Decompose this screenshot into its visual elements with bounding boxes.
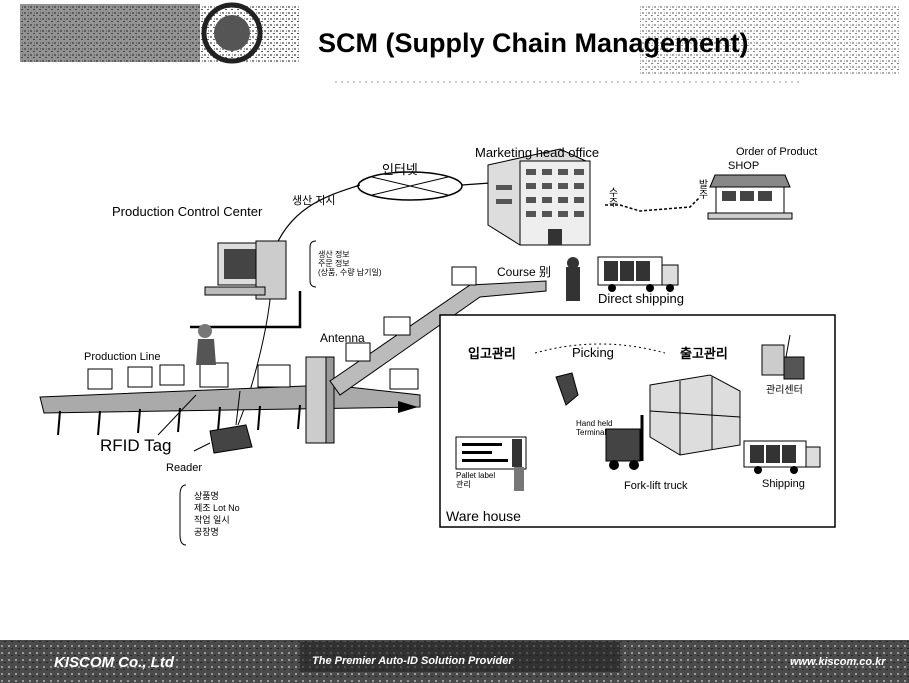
place-order-label: 발주	[696, 179, 707, 199]
network-link	[271, 184, 361, 256]
storage-rack-icon	[649, 374, 741, 456]
rfid-reader-icon	[209, 390, 253, 454]
management-center-label: 관리센터	[766, 385, 803, 396]
management-center-icon	[761, 334, 805, 380]
picking-label: Picking	[572, 345, 614, 360]
loader-worker-icon	[566, 257, 580, 301]
direct-shipping-label: Direct shipping	[598, 291, 684, 306]
reader-label: Reader	[166, 462, 203, 474]
production-line-label: Production Line	[84, 351, 161, 363]
delivery-truck-icon	[597, 256, 679, 292]
production-order-label: 생산 지시	[292, 195, 336, 207]
header-banner: SCM (Supply Chain Management)	[0, 0, 909, 95]
office-building-icon	[487, 148, 591, 246]
footer-texture	[0, 640, 909, 683]
shipping-truck-icon	[743, 440, 821, 474]
forklift-icon	[605, 415, 644, 470]
warehouse-title: Ware house	[446, 508, 521, 524]
inclined-conveyor-icon	[329, 266, 547, 396]
production-info-brace	[309, 240, 317, 288]
production-control-center-label: Production Control Center	[112, 204, 263, 219]
shipping-label: Shipping	[762, 478, 805, 490]
production-info-label: 생산 정보 주문 정보 (상품, 수량 납기일)	[318, 250, 382, 277]
computer-icon	[204, 240, 287, 300]
tag-info-brace	[179, 484, 187, 546]
flow-arrow-icon	[398, 401, 418, 413]
footer-banner: KISCOM Co., Ltd The Premier Auto-ID Solu…	[0, 630, 909, 683]
rfid-tag-pointer	[157, 394, 197, 436]
pallet-label-label: Pallet label 관리	[456, 471, 496, 489]
header-texture	[20, 2, 900, 83]
network-link	[461, 182, 491, 186]
company-name: KISCOM Co., Ltd	[54, 654, 174, 671]
reader-pointer	[193, 442, 211, 452]
page-title: SCM (Supply Chain Management)	[318, 28, 749, 58]
company-tagline: The Premier Auto-ID Solution Provider	[312, 655, 513, 667]
rfid-tag-label: RFID Tag	[100, 436, 172, 455]
forklift-label: Fork-lift truck	[624, 480, 688, 492]
control-center-wall	[190, 291, 302, 329]
receiving-label: 입고관리	[468, 346, 516, 361]
handheld-terminal-label: Hand held Terminal	[576, 419, 613, 437]
handheld-terminal-icon	[555, 372, 579, 406]
shipping-management-label: 출고관리	[680, 346, 728, 361]
company-url[interactable]: www.kiscom.co.kr	[790, 656, 886, 668]
tag-info-label: 상품명 제조 Lot No 작업 일시 공장명	[194, 491, 240, 537]
internet-label: 인터넷	[382, 162, 418, 177]
order-of-product-label: Order of Product	[736, 146, 818, 158]
course-label: Course 别	[497, 265, 552, 279]
shop-icon	[707, 174, 793, 220]
antenna-icon	[305, 356, 335, 444]
order-link	[605, 196, 701, 212]
receive-order-label: 수주	[606, 187, 617, 207]
scm-diagram: 인터넷 생산 지시 Production Control Center 생산 정…	[0, 95, 909, 630]
antenna-label: Antenna	[320, 331, 365, 345]
marketing-head-office-label: Marketing head office	[475, 145, 600, 160]
shop-label: SHOP	[728, 160, 760, 172]
worker-icon	[196, 324, 216, 365]
pallet-label-icon	[455, 436, 527, 491]
diagram-graphics	[39, 148, 836, 546]
